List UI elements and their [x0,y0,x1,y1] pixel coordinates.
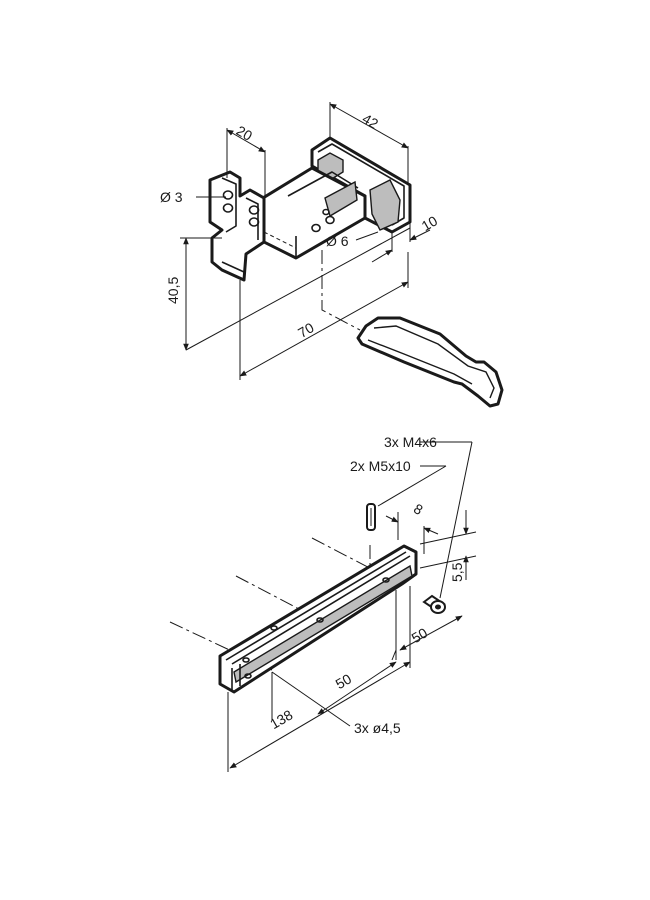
clamp-labels: 20 42 10 40,5 70 Ø 3 Ø 6 [160,110,440,341]
pins-label: 2x M5x10 [350,458,411,474]
spring-clip [356,316,504,408]
hole-large-label: Ø 6 [326,233,349,249]
rail-labels: 3x M4x6 2x M5x10 8 5,5 50 50 138 3x ø4,5 [267,434,465,736]
dim-20-label: 20 [234,122,256,144]
rail-dimensions [227,441,477,772]
screw-part [422,594,446,614]
rail-part [218,544,418,694]
dim-40-5-label: 40,5 [165,277,181,304]
dim-10-label: 10 [419,212,441,234]
screws-label: 3x M4x6 [384,434,437,450]
dim-50-right-label: 50 [409,624,431,646]
dim-70-label: 70 [295,319,317,341]
dim-42-label: 42 [360,110,382,132]
dim-5-5-label: 5,5 [449,562,465,582]
dim-8-label: 8 [411,500,426,518]
clamp-dimensions [180,102,431,380]
hole-small-label: Ø 3 [160,189,183,205]
pin-part [366,503,376,531]
bracket-part [208,136,412,331]
dim-50-label: 50 [333,670,355,692]
holes-label: 3x ø4,5 [354,720,401,736]
dim-138-label: 138 [267,706,295,732]
